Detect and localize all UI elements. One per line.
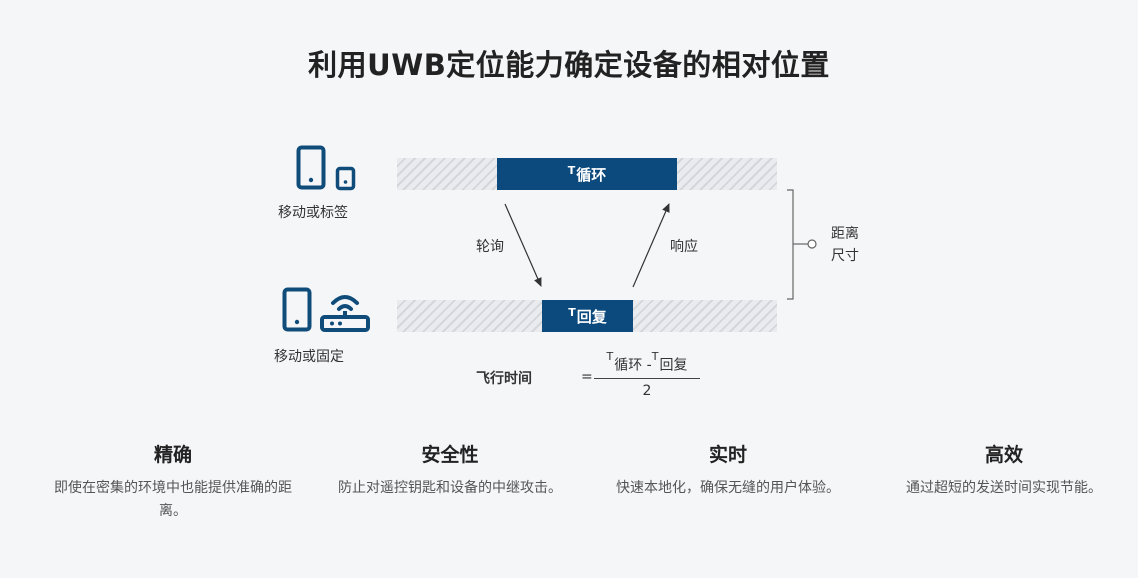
page-title: 利用UWB定位能力确定设备的相对位置 <box>308 48 830 82</box>
formula-minus: - <box>642 357 652 374</box>
feature-desc: 快速本地化，确保无缝的用户体验。 <box>616 480 840 496</box>
formula-t1-sub: T <box>606 350 614 363</box>
bracket-node <box>807 239 817 249</box>
formula-t2-sub: T <box>651 350 659 363</box>
bottom-device-label: 移动或固定 <box>274 349 344 365</box>
formula-equals: = <box>581 369 593 385</box>
feature-title: 精确 <box>153 444 192 466</box>
formula-denominator: 2 <box>642 382 652 399</box>
smartphone-icon <box>296 145 326 190</box>
formula-t1-text: 循环 <box>614 357 643 374</box>
tof-formula: T循环 -T回复 2 <box>594 350 700 399</box>
feature-title: 高效 <box>984 444 1023 466</box>
loop-time-sub: T <box>567 163 576 177</box>
feature-desc: 通过超短的发送时间实现节能。 <box>906 480 1102 496</box>
feature-security: 安全性 防止对遥控钥匙和设备的中继攻击。 <box>320 440 580 500</box>
feature-desc: 即使在密集的环境中也能提供准确的距离。 <box>54 480 292 519</box>
tof-label: 飞行时间 <box>476 371 532 387</box>
top-device-label: 移动或标签 <box>278 205 348 221</box>
formula-t2-text: 回复 <box>659 357 688 374</box>
poll-arrow <box>504 203 542 287</box>
response-label: 响应 <box>670 239 698 255</box>
reply-time-text: 回复 <box>576 307 607 326</box>
feature-title: 安全性 <box>421 444 479 466</box>
response-arrow <box>632 203 670 288</box>
feature-title: 实时 <box>708 444 747 466</box>
distance-bracket <box>787 189 794 300</box>
smartphone-icon <box>282 287 312 332</box>
feature-precise: 精确 即使在密集的环境中也能提供准确的距离。 <box>43 440 303 523</box>
feature-desc: 防止对遥控钥匙和设备的中继攻击。 <box>338 480 562 496</box>
distance-label: 距离 尺寸 <box>831 226 859 264</box>
reply-time-sub: T <box>568 305 576 319</box>
poll-label: 轮询 <box>476 239 504 255</box>
router-icon <box>320 295 370 332</box>
loop-time-text: 循环 <box>576 165 607 184</box>
feature-realtime: 实时 快速本地化，确保无缝的用户体验。 <box>598 440 858 500</box>
formula-numerator: T循环 -T回复 <box>594 350 700 379</box>
feature-efficient: 高效 通过超短的发送时间实现节能。 <box>874 440 1134 500</box>
tag-icon <box>335 166 356 191</box>
